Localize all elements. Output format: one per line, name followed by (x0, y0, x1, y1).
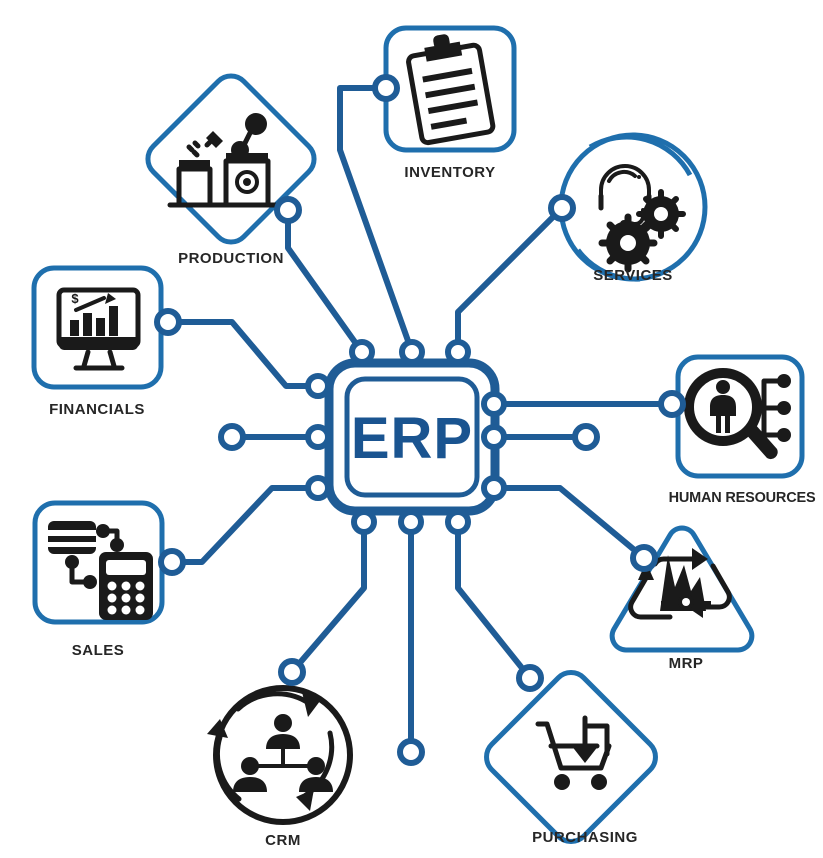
wire-purchasing (455, 519, 533, 681)
chip-label: ERP (351, 406, 473, 471)
chip-pins (218, 339, 600, 766)
anchor-inventory (372, 74, 400, 102)
wire-inventory (337, 85, 415, 355)
wire-services (455, 205, 565, 355)
pin-free-left (218, 423, 246, 451)
wire-crm (289, 519, 367, 675)
pin-top-left (349, 339, 375, 365)
node-financials[interactable]: $ FINANCIALS (31, 265, 164, 418)
node-services[interactable]: SERVICES (558, 132, 708, 284)
pin-top-right (445, 339, 471, 365)
anchor-sales (158, 548, 186, 576)
anchor-financials (154, 308, 182, 336)
people-cycle-icon (207, 691, 335, 811)
gear-small (636, 189, 686, 239)
pin-top-middle (399, 339, 425, 365)
anchor-purchasing (516, 664, 544, 692)
anchor-human-resources (658, 390, 686, 418)
sales-label: SALES (72, 642, 125, 659)
wire-sales (169, 485, 321, 565)
node-purchasing[interactable]: PURCHASING (479, 665, 663, 849)
mrp-label: MRP (669, 655, 704, 672)
erp-chip[interactable]: ERP (324, 358, 500, 516)
svg-text:$: $ (71, 291, 79, 306)
chip-inner-body (344, 376, 480, 498)
pin-left-middle (305, 424, 331, 450)
crm-label: CRM (265, 832, 301, 849)
robot-arm-icon (167, 113, 281, 208)
services-arc-bottom (575, 248, 641, 282)
production-label: PRODUCTION (178, 250, 284, 267)
clipboard-icon (406, 34, 496, 146)
anchor-crm (278, 658, 306, 686)
inventory-label: INVENTORY (404, 164, 495, 181)
node-sales[interactable]: SALES (32, 500, 165, 659)
human-resources-label: HUMAN RESOURCES (669, 490, 816, 506)
node-human-resources[interactable]: HUMAN RESOURCES (669, 354, 816, 506)
services-arc-top (588, 134, 693, 177)
wire-mrp (491, 485, 647, 561)
pin-left-bottom (305, 475, 331, 501)
magnifier-person-icon (684, 368, 791, 460)
pin-right-middle (481, 424, 507, 450)
pin-free-right (572, 423, 600, 451)
connector-wires (165, 85, 675, 755)
wire-financials (165, 319, 321, 389)
services-label: SERVICES (593, 267, 673, 284)
anchor-production (274, 196, 302, 224)
purchasing-frame (484, 670, 658, 844)
pin-bottom-right (445, 509, 471, 535)
pin-bottom-middle (398, 509, 424, 535)
financials-label: FINANCIALS (49, 401, 145, 418)
anchor-mrp (630, 544, 658, 572)
node-production[interactable]: PRODUCTION (140, 68, 321, 267)
pin-bottom-left (351, 509, 377, 535)
pin-free-bottom (397, 738, 425, 766)
node-inventory[interactable]: INVENTORY (383, 25, 517, 181)
node-crm[interactable]: CRM (207, 685, 353, 849)
pin-right-bottom (481, 475, 507, 501)
gear-large (598, 213, 658, 273)
headset-gears-icon (598, 164, 686, 273)
pin-left-top (305, 373, 331, 399)
card-calculator-icon (48, 521, 153, 620)
pin-right-top (481, 391, 507, 417)
monitor-chart-icon: $ (56, 287, 141, 371)
purchasing-label: PURCHASING (532, 829, 638, 846)
anchor-services (548, 194, 576, 222)
wire-production (285, 207, 365, 355)
shopping-cart-icon (535, 715, 612, 790)
